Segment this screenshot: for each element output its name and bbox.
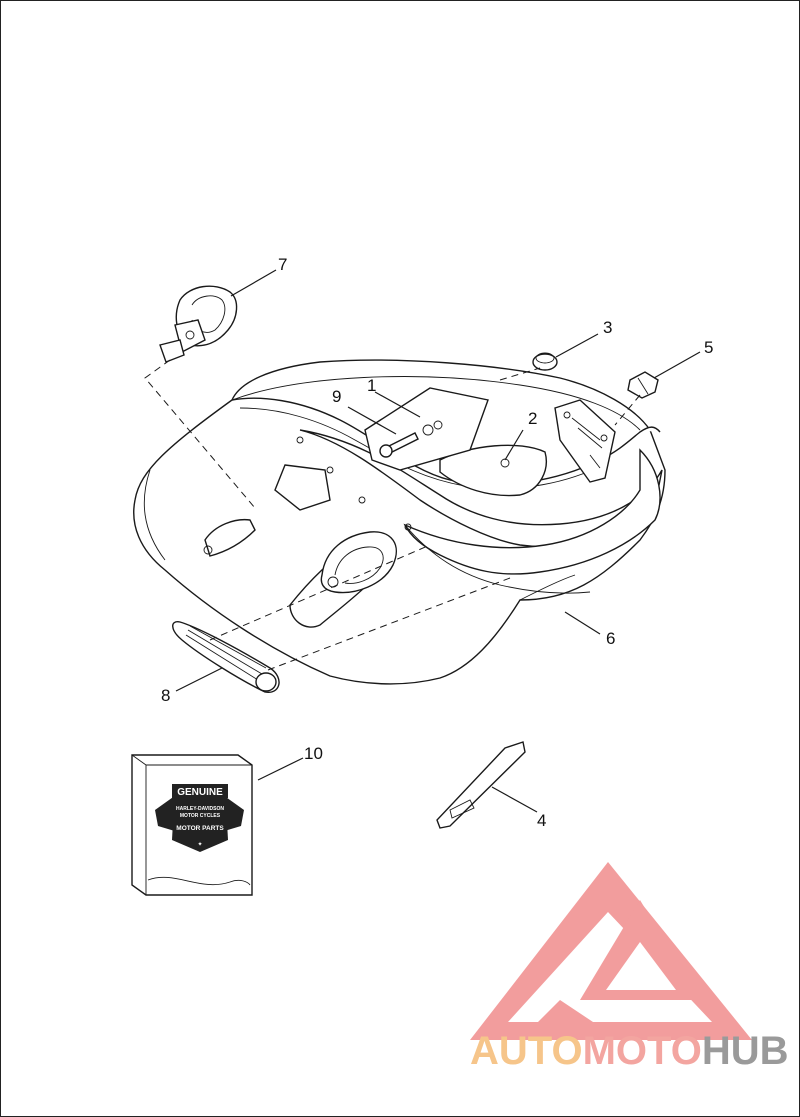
clip-part-5	[627, 371, 659, 399]
callout-5: 5	[704, 338, 713, 357]
genuine-parts-kit-part-10: GENUINE HARLEY-DAVIDSON MOTOR CYCLES MOT…	[131, 754, 253, 896]
watermark-logo-mark	[470, 862, 752, 1040]
latch-assembly-part-7	[159, 285, 238, 363]
trim-piece-part-4	[436, 741, 526, 829]
assembly-dashed-lines	[144, 359, 641, 671]
logo-brand-line2: MOTOR CYCLES	[180, 813, 221, 819]
callout-4: 4	[537, 811, 546, 830]
callout-9: 9	[332, 387, 341, 406]
callout-1: 1	[367, 376, 376, 395]
callout-7: 7	[278, 255, 287, 274]
logo-motor-parts-text: MOTOR PARTS	[176, 825, 224, 832]
bumper-part-3	[532, 352, 558, 371]
watermark-auto: AUTOMOTOHUB	[470, 1029, 789, 1073]
callout-numbers: 1 2 3 4 5 6 7 8 9 10	[161, 255, 713, 830]
trim-strip-part-8	[172, 621, 280, 693]
callout-leader-lines	[175, 269, 701, 813]
callout-6: 6	[606, 629, 615, 648]
genuine-motor-parts-logo: GENUINE HARLEY-DAVIDSON MOTOR CYCLES MOT…	[155, 784, 244, 852]
watermark-text: AUTOMOTOHUB	[470, 1029, 789, 1073]
callout-10: 10	[304, 744, 323, 763]
callout-3: 3	[603, 318, 612, 337]
callout-8: 8	[161, 686, 170, 705]
callout-2: 2	[528, 409, 537, 428]
logo-genuine-text: GENUINE	[177, 787, 223, 798]
screw-part-9	[379, 432, 419, 458]
logo-brand-line1: HARLEY-DAVIDSON	[176, 806, 224, 812]
hinge-bracket	[554, 399, 616, 483]
logo-star-glyph: ✦	[197, 841, 202, 848]
